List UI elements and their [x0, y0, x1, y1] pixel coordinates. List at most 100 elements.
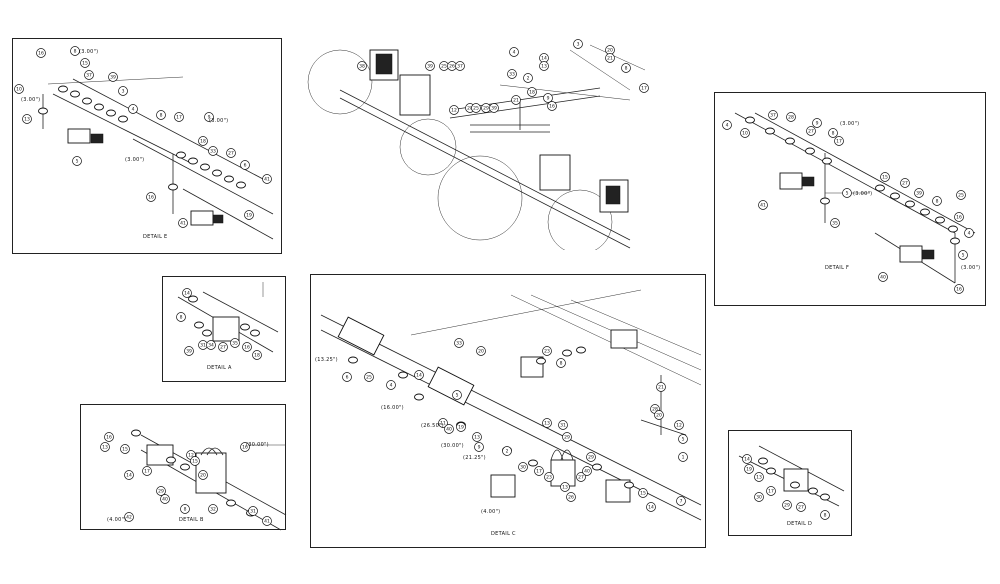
callout-number: 27	[578, 475, 584, 481]
callout-bubble	[455, 61, 465, 71]
callout-bubble	[364, 372, 374, 382]
fitting-part	[188, 157, 198, 165]
callout-number: 9	[547, 96, 550, 102]
fitting-part	[168, 183, 178, 191]
callout-bubble	[621, 63, 631, 73]
callout-number: 41	[264, 519, 270, 525]
fitting-part	[822, 157, 832, 165]
callout-bubble	[198, 136, 208, 146]
fitting-part	[226, 499, 236, 507]
callout-bubble	[252, 350, 262, 360]
callout-number: 6	[346, 375, 349, 381]
callout-bubble	[72, 156, 82, 166]
callout-bubble	[474, 442, 484, 452]
callout-bubble	[560, 482, 570, 492]
fitting-part	[820, 197, 830, 205]
fitting-part	[766, 467, 776, 475]
callout-bubble	[638, 488, 648, 498]
callout-number: 8	[160, 113, 163, 119]
callout-number: 2	[506, 449, 509, 455]
callout-number: 23	[544, 349, 550, 355]
callout-number: 14	[541, 56, 547, 62]
callout-bubble	[118, 86, 128, 96]
callout-number: 8	[936, 199, 939, 205]
callout-bubble	[573, 39, 583, 49]
callout-bubble	[100, 442, 110, 452]
callout-number: 13	[756, 475, 762, 481]
fitting-part	[785, 137, 795, 145]
callout-bubble	[766, 486, 776, 496]
fitting-part	[240, 323, 250, 331]
callout-bubble	[542, 418, 552, 428]
callout-bubble	[754, 492, 764, 502]
callout-number: 17	[176, 115, 182, 121]
callout-number: 29	[483, 106, 489, 112]
callout-number: 12	[451, 108, 457, 114]
callout-number: 19	[458, 425, 464, 431]
callout-bubble	[180, 504, 190, 514]
callout-bubble	[605, 53, 615, 63]
callout-number: 27	[228, 151, 234, 157]
callout-number: 27	[220, 345, 226, 351]
callout-bubble	[128, 104, 138, 114]
fitting-part	[950, 237, 960, 245]
callout-bubble	[880, 172, 890, 182]
callout-number: 13	[474, 435, 480, 441]
callout-bubble	[174, 112, 184, 122]
fitting-part	[758, 457, 768, 465]
callout-number: 8	[180, 315, 183, 321]
fitting-part	[536, 357, 546, 365]
callout-number: 18	[200, 139, 206, 145]
callout-number: 4	[132, 107, 135, 113]
callout-bubble	[654, 410, 664, 420]
callout-number: 8	[832, 131, 835, 137]
callout-bubble	[820, 510, 830, 520]
callout-bubble	[656, 382, 666, 392]
callout-number: 38	[359, 64, 365, 70]
callout-number: 11	[440, 421, 446, 427]
callout-number: 16	[242, 445, 248, 451]
callout-number: 25	[473, 106, 479, 112]
callout-number: 19	[746, 467, 752, 473]
callout-bubble	[562, 432, 572, 442]
callout-number: 23	[546, 475, 552, 481]
fitting-part	[250, 329, 260, 337]
callout-bubble	[507, 69, 517, 79]
callout-number: 13	[24, 117, 30, 123]
callout-bubble	[452, 390, 462, 400]
callout-bubble	[674, 420, 684, 430]
callout-number: 8	[74, 49, 77, 55]
fitting-part	[765, 127, 775, 135]
callout-bubble	[754, 472, 764, 482]
callout-number: 16	[148, 195, 154, 201]
callout-number: 41	[760, 203, 766, 209]
callout-bubble	[156, 486, 166, 496]
callout-bubble	[204, 112, 214, 122]
fitting-part	[948, 225, 958, 233]
callout-bubble	[582, 466, 592, 476]
callout-bubble	[226, 148, 236, 158]
callout-bubble	[878, 272, 888, 282]
fitting-part	[398, 371, 408, 379]
callout-number: 14	[744, 457, 750, 463]
callout-bubble	[357, 61, 367, 71]
callout-bubble	[586, 452, 596, 462]
callout-bubble	[70, 46, 80, 56]
callout-bubble	[425, 61, 435, 71]
callout-bubble	[639, 83, 649, 93]
detail-e-dim-3: (3.00")	[209, 118, 229, 124]
callout-number: 4	[968, 231, 971, 237]
callout-bubble	[80, 58, 90, 68]
callout-number: 31	[250, 509, 256, 515]
detail-c-dim-3: (26.50")	[421, 423, 444, 429]
detail-c-dim-6: (4.00")	[481, 509, 501, 515]
callout-bubble	[476, 346, 486, 356]
callout-number: 16	[956, 215, 962, 221]
callout-number: 19	[246, 213, 252, 219]
callout-bubble	[142, 466, 152, 476]
callout-bubble	[796, 502, 806, 512]
callout-number: 4	[513, 50, 516, 56]
